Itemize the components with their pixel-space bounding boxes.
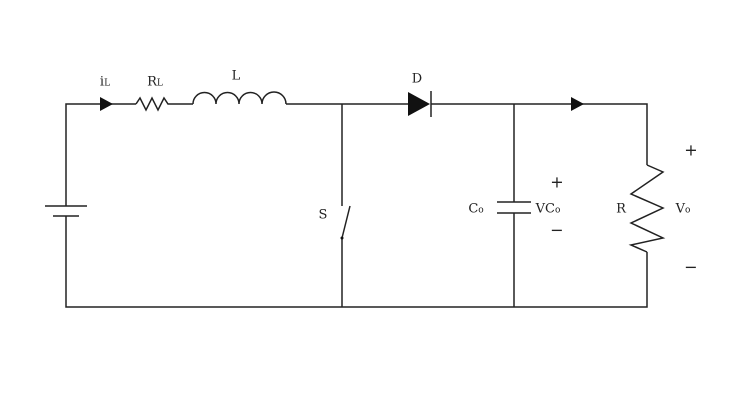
- inductor-resistance-symbol: [135, 96, 193, 112]
- output-voltage-label: Vo: [675, 201, 691, 217]
- load-resistor-label: R: [616, 201, 626, 217]
- diode-label: D: [411, 71, 423, 87]
- diode-triangle: [408, 92, 430, 116]
- capacitor-plus-sign: +: [550, 172, 564, 192]
- capacitor-voltage-label: VCo: [535, 201, 561, 217]
- output-current-arrow-icon: [571, 97, 584, 111]
- output-minus-sign: −: [684, 257, 698, 277]
- capacitor-minus-sign: −: [550, 220, 564, 240]
- output-plus-sign: +: [684, 140, 698, 160]
- switch-contact: [340, 236, 344, 240]
- wire-left-bottom: [65, 216, 648, 308]
- switch-blade: [341, 205, 351, 239]
- wire-top-right: [431, 103, 648, 165]
- capacitor-label: Co: [468, 201, 484, 217]
- current-arrow-icon: [100, 97, 113, 111]
- inductor-symbol: [192, 91, 287, 105]
- inductor-label: L: [231, 68, 241, 84]
- inductor-resistance-label: RL: [147, 74, 163, 90]
- load-resistor-symbol: [628, 164, 666, 253]
- wire-left-top: [65, 103, 136, 206]
- inductor-current-label: iL: [99, 74, 111, 90]
- switch-label: S: [318, 207, 328, 223]
